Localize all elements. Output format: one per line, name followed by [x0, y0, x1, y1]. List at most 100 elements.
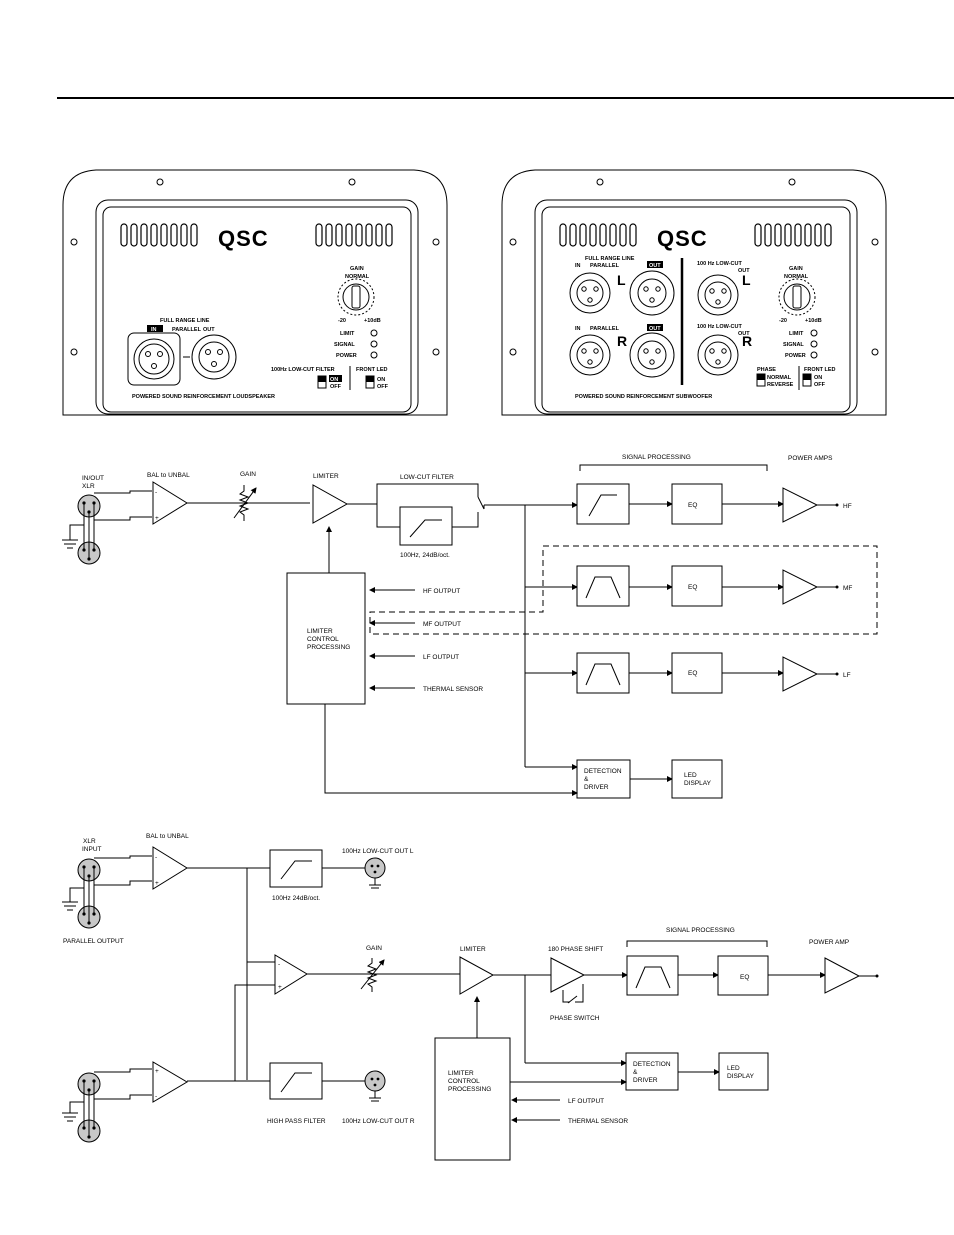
svg-text:EQ: EQ	[688, 502, 697, 509]
svg-text:SIGNAL PROCESSING: SIGNAL PROCESSING	[622, 454, 691, 461]
svg-text:MF OUTPUT: MF OUTPUT	[423, 621, 461, 628]
svg-text:IN/OUT: IN/OUT	[82, 475, 104, 482]
svg-text:HF: HF	[843, 503, 852, 510]
svg-text:100Hz LOW-CUT OUT L: 100Hz LOW-CUT OUT L	[342, 848, 414, 855]
svg-text:100Hz 24dB/oct.: 100Hz 24dB/oct.	[272, 895, 320, 902]
svg-text:EQ: EQ	[688, 670, 697, 677]
svg-text:OUT: OUT	[649, 326, 661, 332]
svg-text:R: R	[617, 333, 627, 349]
svg-text:PARALLEL OUTPUT: PARALLEL OUTPUT	[63, 938, 124, 945]
svg-text:POWER: POWER	[336, 353, 357, 359]
hf-eq	[671, 483, 723, 525]
svg-text:100Hz, 24dB/oct.: 100Hz, 24dB/oct.	[400, 552, 450, 559]
svg-text:MF: MF	[843, 585, 852, 592]
rear-panel-subwoofer: QSC FULL RANGE LINE IN PARALLEL OUT L IN…	[501, 169, 887, 416]
svg-text:PARALLEL: PARALLEL	[590, 263, 620, 269]
svg-text:CONTROL: CONTROL	[307, 636, 339, 643]
svg-text:EQ: EQ	[688, 584, 697, 591]
xlr-in-jack[interactable]	[127, 332, 181, 386]
svg-text:SIGNAL: SIGNAL	[334, 342, 355, 348]
svg-text:DISPLAY: DISPLAY	[684, 780, 712, 787]
svg-text:ON: ON	[330, 377, 338, 383]
lowcut-filter-box	[399, 506, 453, 546]
svg-text:HIGH PASS FILTER: HIGH PASS FILTER	[267, 1118, 326, 1125]
xlr-in-r[interactable]	[569, 334, 611, 376]
panel-footer: POWERED SOUND REINFORCEMENT LOUDSPEAKER	[132, 394, 275, 400]
svg-text:-20: -20	[779, 318, 787, 324]
xlr-in-l[interactable]	[569, 272, 611, 314]
lowcut-out-r[interactable]	[697, 334, 739, 376]
svg-text:OUT: OUT	[738, 268, 750, 274]
lowcut-out-l[interactable]	[697, 274, 739, 316]
svg-text:FULL RANGE LINE: FULL RANGE LINE	[160, 318, 210, 324]
svg-text:-: -	[155, 854, 157, 861]
svg-text:GAIN: GAIN	[366, 945, 382, 952]
svg-text:+: +	[155, 515, 159, 522]
svg-text:+10dB: +10dB	[805, 318, 822, 324]
svg-text:GAIN: GAIN	[240, 471, 256, 478]
svg-text:-: -	[155, 489, 157, 496]
gain-knob[interactable]	[342, 283, 370, 311]
svg-text:100Hz LOW-CUT FILTER: 100Hz LOW-CUT FILTER	[271, 367, 335, 373]
led-display-box	[671, 759, 723, 799]
svg-text:POWER AMP: POWER AMP	[809, 939, 849, 946]
svg-text:POWERED SOUND REINFORCEMENT SU: POWERED SOUND REINFORCEMENT SUBWOOFER	[575, 394, 712, 400]
svg-text:OUT: OUT	[649, 263, 661, 269]
svg-text:100 Hz LOW-CUT: 100 Hz LOW-CUT	[697, 324, 742, 330]
svg-text:DETECTION: DETECTION	[584, 768, 622, 775]
svg-text:ON: ON	[814, 375, 822, 381]
svg-text:PROCESSING: PROCESSING	[448, 1086, 491, 1093]
svg-text:IN: IN	[151, 327, 157, 333]
svg-text:OUT: OUT	[738, 331, 750, 337]
svg-text:LIMITER: LIMITER	[313, 473, 339, 480]
svg-text:BAL to UNBAL: BAL to UNBAL	[147, 472, 190, 479]
xlr-out-jack[interactable]	[191, 334, 237, 380]
svg-text:+: +	[278, 984, 282, 991]
xlr-out-l[interactable]	[629, 270, 675, 316]
limiter-control-box-sub	[434, 1037, 511, 1161]
svg-text:&: &	[584, 776, 589, 783]
svg-text:LIMITER: LIMITER	[307, 628, 333, 635]
block-diagram-subwoofer: XLR INPUT PARALLEL OUTPUT BAL to UNBAL -…	[62, 833, 879, 1161]
svg-text:-: -	[278, 961, 280, 968]
svg-text:REVERSE: REVERSE	[767, 382, 794, 388]
svg-text:XLR: XLR	[83, 838, 96, 845]
svg-text:OFF: OFF	[814, 382, 826, 388]
vent-slots-right	[315, 223, 393, 247]
svg-text:+: +	[155, 880, 159, 887]
svg-text:LF OUTPUT: LF OUTPUT	[423, 654, 459, 661]
mf-optional-region	[369, 545, 878, 635]
vent-slots-left	[120, 223, 198, 247]
rear-panel-loudspeaker: QSC GAIN NORMAL -20 +10dB LIMIT SIGNAL P…	[62, 169, 448, 416]
svg-text:LIMITER: LIMITER	[448, 1070, 474, 1077]
svg-text:180 PHASE SHIFT: 180 PHASE SHIFT	[548, 946, 603, 953]
svg-text:&: &	[633, 1069, 638, 1076]
svg-text:L: L	[617, 272, 626, 288]
normal-label: NORMAL	[345, 274, 370, 280]
gain-label: GAIN	[350, 266, 364, 272]
svg-text:FRONT LED: FRONT LED	[804, 367, 835, 373]
svg-text:SIGNAL: SIGNAL	[783, 342, 804, 348]
gain-knob-scale	[337, 278, 375, 316]
svg-text:FULL RANGE LINE: FULL RANGE LINE	[585, 256, 635, 262]
svg-text:DISPLAY: DISPLAY	[727, 1073, 755, 1080]
svg-text:R: R	[742, 333, 752, 349]
svg-text:L: L	[742, 272, 751, 288]
svg-text:OFF: OFF	[377, 384, 389, 390]
svg-text:PHASE: PHASE	[757, 367, 776, 373]
svg-text:100Hz LOW-CUT OUT R: 100Hz LOW-CUT OUT R	[342, 1118, 415, 1125]
svg-text:GAIN: GAIN	[789, 266, 803, 272]
gain-knob-sub[interactable]	[783, 283, 811, 311]
svg-text:CONTROL: CONTROL	[448, 1078, 480, 1085]
svg-text:LIMITER: LIMITER	[460, 946, 486, 953]
svg-text:LIMIT: LIMIT	[789, 331, 804, 337]
svg-text:-: -	[155, 1093, 157, 1100]
svg-text:SIGNAL PROCESSING: SIGNAL PROCESSING	[666, 927, 735, 934]
svg-text:OUT: OUT	[203, 327, 215, 333]
block-diagram-loudspeaker: IN/OUT XLR BAL to UNBAL - + GAIN LIMITER…	[62, 454, 878, 799]
xlr-out-r[interactable]	[629, 332, 675, 378]
signal-led	[370, 340, 378, 348]
svg-text:PARALLEL: PARALLEL	[590, 326, 620, 332]
svg-text:LED: LED	[684, 772, 697, 779]
